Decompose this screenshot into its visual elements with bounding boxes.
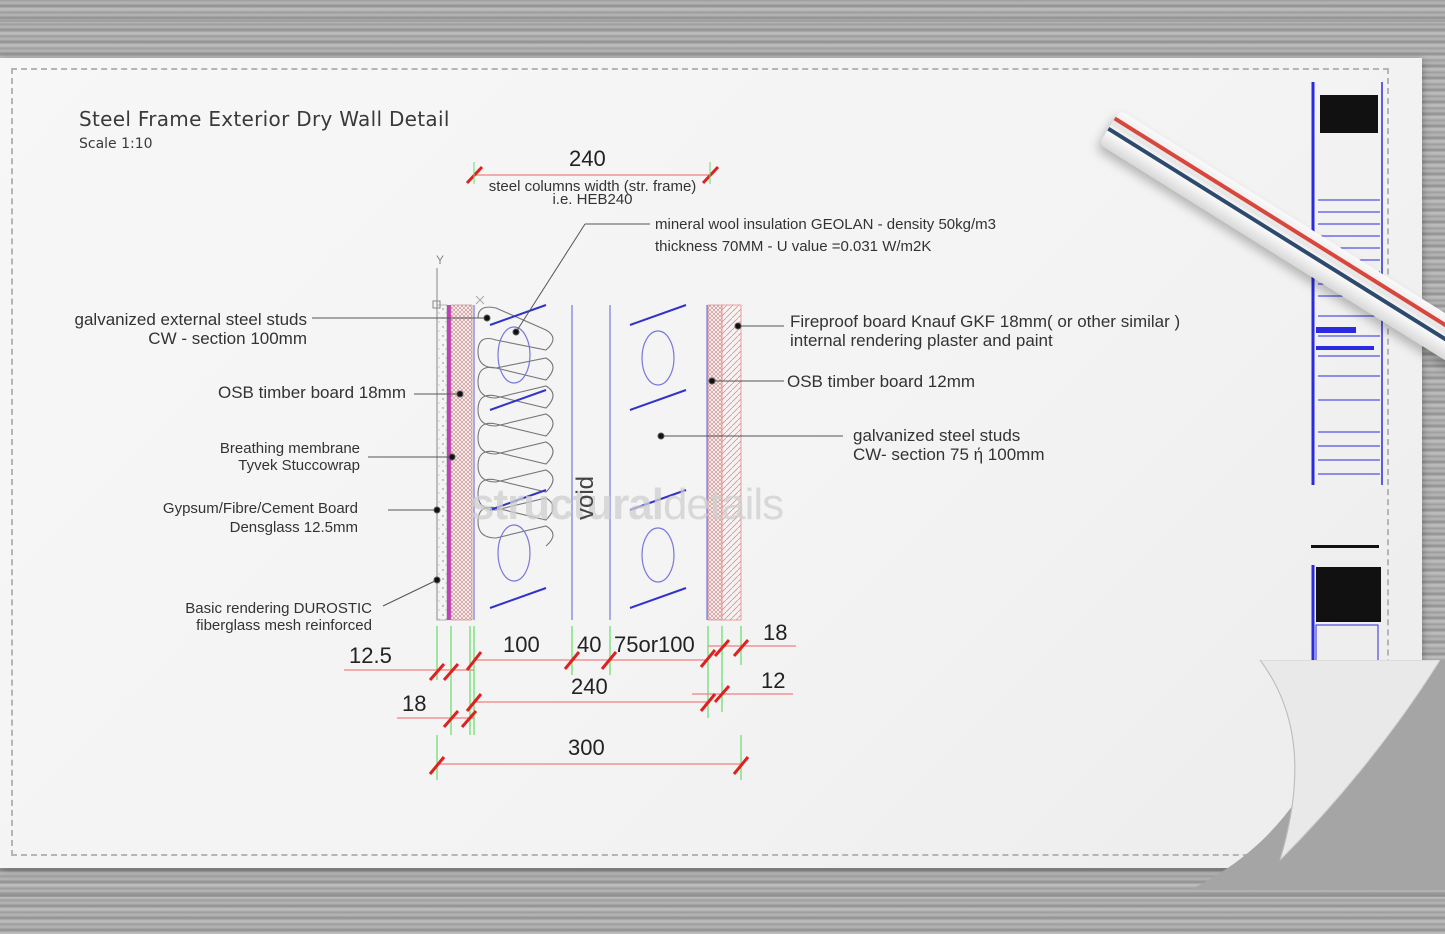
annotation-osb-18: OSB timber board 18mm — [217, 383, 406, 402]
dim-12: 12 — [761, 668, 786, 693]
top-dim-label: steel columns width (str. frame)i.e. HEB… — [488, 178, 697, 208]
dim-240: 240 — [571, 674, 608, 699]
page-curl — [1190, 660, 1445, 890]
dim-18-left: 18 — [402, 691, 427, 716]
dim-75or100: 75or100 — [614, 632, 695, 657]
dim-18-right: 18 — [763, 620, 788, 645]
annotation-mineral-wool: mineral wool insulation GEOLAN - density… — [655, 216, 996, 255]
dim-top-240: 240 — [569, 146, 606, 171]
dim-300: 300 — [568, 735, 605, 760]
sheet-border — [11, 68, 1389, 856]
annotation-osb-12: OSB timber board 12mm — [787, 372, 976, 391]
void-label: void — [572, 475, 599, 520]
dim-40: 40 — [577, 632, 602, 657]
annotation-fireproof-board: Fireproof board Knauf GKF 18mm( or other… — [790, 312, 1181, 350]
dim-100: 100 — [503, 632, 540, 657]
axis-y-label: Y — [436, 253, 445, 267]
drawing-scale: Scale 1:10 — [79, 136, 153, 152]
drawing-title: Steel Frame Exterior Dry Wall Detail — [79, 107, 450, 131]
dim-12-5: 12.5 — [349, 643, 392, 668]
watermark: structuraldetails — [470, 480, 784, 529]
title-block — [1311, 82, 1383, 672]
